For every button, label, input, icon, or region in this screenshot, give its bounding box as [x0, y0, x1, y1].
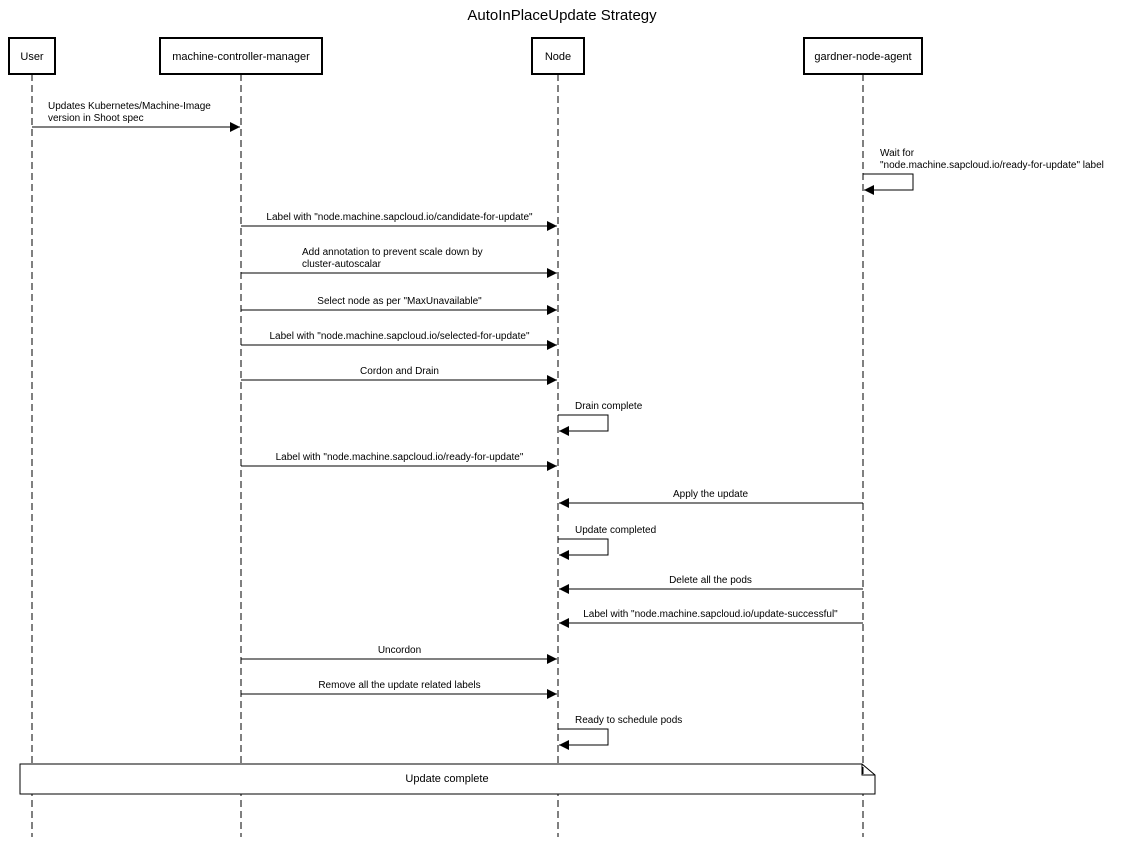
- message-label: Label with "node.machine.sapcloud.io/can…: [266, 212, 533, 223]
- message-label: Label with "node.machine.sapcloud.io/rea…: [276, 452, 524, 463]
- message-4: Add annotation to prevent scale down byc…: [241, 247, 557, 278]
- message-6: Label with "node.machine.sapcloud.io/sel…: [241, 331, 557, 350]
- participant-label: machine-controller-manager: [172, 51, 310, 63]
- message-9: Label with "node.machine.sapcloud.io/rea…: [241, 452, 557, 471]
- note-box: [19, 763, 876, 795]
- self-message-arrow: [558, 538, 609, 560]
- message-16: Ready to schedule pods: [558, 715, 682, 750]
- message-3: Label with "node.machine.sapcloud.io/can…: [241, 212, 557, 231]
- message-label: Uncordon: [378, 645, 421, 656]
- message-7: Cordon and Drain: [241, 366, 557, 385]
- message-label: Drain complete: [575, 401, 643, 412]
- message-12: Delete all the pods: [559, 575, 863, 594]
- note: Update complete: [19, 763, 876, 795]
- message-label: Update completed: [575, 525, 656, 536]
- note-text: Update complete: [405, 773, 488, 785]
- diagram-title: AutoInPlaceUpdate Strategy: [467, 7, 657, 24]
- message-label: Wait for: [880, 148, 915, 159]
- message-label: Add annotation to prevent scale down by: [302, 247, 483, 258]
- message-label: cluster-autoscalar: [302, 259, 382, 270]
- messages: Updates Kubernetes/Machine-Imageversion …: [32, 101, 1104, 750]
- message-label: Label with "node.machine.sapcloud.io/upd…: [583, 609, 838, 620]
- message-13: Label with "node.machine.sapcloud.io/upd…: [559, 609, 863, 628]
- participant-label: Node: [545, 51, 571, 63]
- message-label: Remove all the update related labels: [318, 680, 480, 691]
- message-label: Label with "node.machine.sapcloud.io/sel…: [269, 331, 529, 342]
- message-8: Drain complete: [558, 401, 643, 436]
- message-label: Apply the update: [673, 489, 748, 500]
- message-5: Select node as per "MaxUnavailable": [241, 296, 557, 315]
- message-2: Wait for"node.machine.sapcloud.io/ready-…: [863, 148, 1104, 195]
- message-label: Updates Kubernetes/Machine-Image: [48, 101, 211, 112]
- lifelines: [31, 74, 864, 837]
- message-label: Ready to schedule pods: [575, 715, 682, 726]
- message-label: Delete all the pods: [669, 575, 752, 586]
- participant-mcm: machine-controller-manager: [159, 37, 323, 75]
- message-14: Uncordon: [241, 645, 557, 664]
- message-label: version in Shoot spec: [48, 113, 144, 124]
- participant-box: [8, 37, 56, 75]
- participant-label: gardner-node-agent: [814, 51, 911, 63]
- self-message-arrow: [558, 414, 609, 436]
- participant-gna: gardner-node-agent: [803, 37, 923, 75]
- message-label: Cordon and Drain: [360, 366, 439, 377]
- participant-label: User: [20, 51, 44, 63]
- self-message-arrow: [558, 728, 609, 750]
- message-10: Apply the update: [559, 489, 863, 508]
- participant-node: Node: [531, 37, 585, 75]
- self-message-arrow: [863, 173, 914, 195]
- participant-box: [803, 37, 923, 75]
- participant-user: User: [8, 37, 56, 75]
- message-11: Update completed: [558, 525, 656, 560]
- participant-box: [531, 37, 585, 75]
- participant-box: [159, 37, 323, 75]
- message-15: Remove all the update related labels: [241, 680, 557, 699]
- message-1: Updates Kubernetes/Machine-Imageversion …: [32, 101, 240, 132]
- message-label: Select node as per "MaxUnavailable": [317, 296, 482, 307]
- message-label: "node.machine.sapcloud.io/ready-for-upda…: [880, 160, 1104, 171]
- participants: User machine-controller-manager Node gardne…: [8, 37, 923, 75]
